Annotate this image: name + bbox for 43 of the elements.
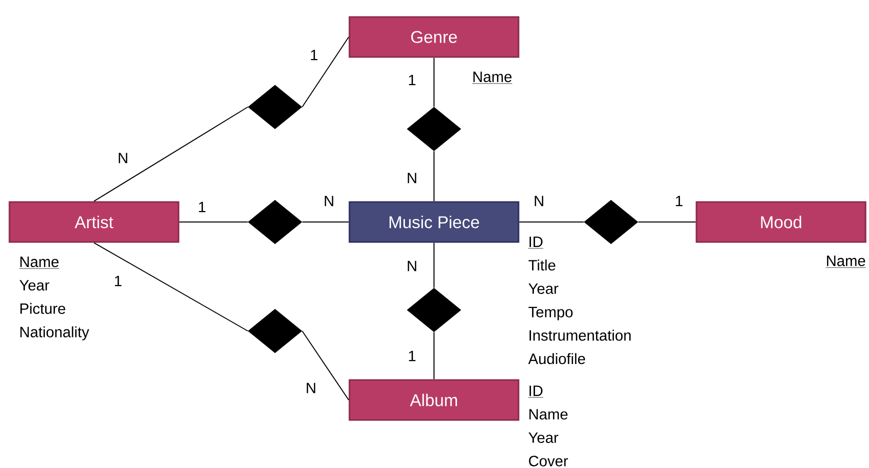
cardinality-label: N: [304, 382, 318, 394]
connector-line: [94, 106, 248, 202]
attribute-text: Name: [529, 409, 568, 420]
relationship-diamond: [584, 200, 638, 244]
attribute-text: Audiofile: [528, 353, 586, 364]
attribute-text: Tempo: [528, 306, 573, 320]
entity-box: Music Piece: [348, 201, 520, 243]
relationship-diamond: [406, 106, 462, 152]
cardinality-label: 1: [406, 350, 418, 362]
entity-box: Album: [348, 379, 520, 421]
entity-box: Artist: [8, 201, 180, 243]
attribute-text: Instrumentation: [530, 330, 631, 341]
relationship-diamond: [248, 308, 302, 354]
entity-box: Mood: [696, 201, 866, 243]
connector-line: [302, 36, 350, 108]
cardinality-label: N: [116, 152, 130, 164]
attribute-text: Year: [528, 432, 558, 443]
attribute-text: Cover: [528, 456, 568, 466]
relationship-diamond: [406, 288, 462, 332]
cardinality-label: 1: [196, 200, 208, 214]
attribute-text: Year: [20, 280, 50, 291]
cardinality-label: 1: [406, 74, 418, 86]
relationship-diamond: [248, 200, 302, 244]
entity-box: Genre: [348, 16, 520, 58]
cardinality-label: N: [406, 172, 418, 184]
cardinality-label: 1: [674, 194, 684, 208]
attribute-text: Name: [19, 256, 60, 269]
attribute-text: Nationality: [20, 326, 90, 340]
attribute-text: Name: [826, 256, 866, 268]
connector-line: [302, 330, 350, 400]
attribute-text: ID: [528, 386, 544, 398]
cardinality-label: N: [322, 194, 336, 208]
connector-line: [94, 242, 248, 332]
attribute-text: Title: [528, 260, 556, 271]
cardinality-label: 1: [112, 274, 124, 288]
attribute-text: Year: [528, 283, 558, 294]
cardinality-label: N: [532, 194, 546, 208]
relationship-diamond: [248, 84, 302, 130]
attribute-text: Picture: [20, 302, 66, 314]
attribute-text: ID: [528, 236, 544, 249]
cardinality-label: N: [406, 260, 418, 272]
cardinality-label: 1: [308, 48, 320, 62]
attribute-text: Name: [472, 72, 512, 84]
